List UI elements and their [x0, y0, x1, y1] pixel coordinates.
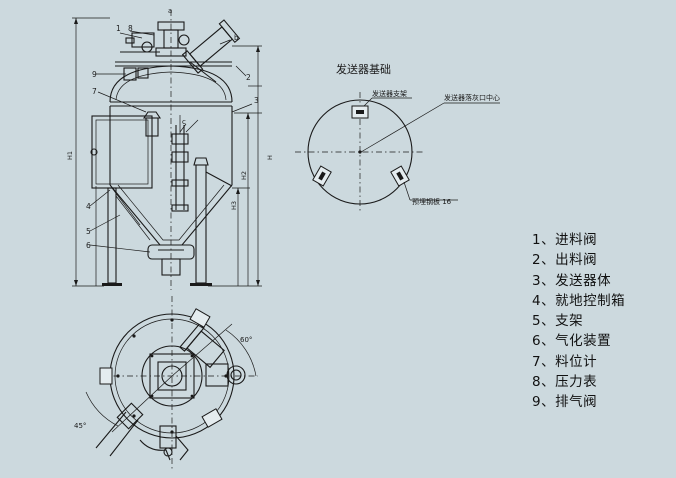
label-4: 4 [86, 202, 91, 211]
front-elevation: 1 8 2 3 9 7 4 5 6 a b c H1 H2 H3 H [66, 7, 274, 290]
legend-item: 7、料位计 [532, 353, 598, 370]
angle-60: 60° [240, 336, 252, 344]
legend-item: 1、进料阀 [532, 232, 598, 248]
support-label: 发送器支架 [372, 89, 407, 98]
dim-h: H [266, 155, 274, 160]
dim-h2: H2 [240, 171, 248, 180]
plate-label: 预埋钢板 16 [412, 197, 452, 206]
foundation-title: 发送器基础 [336, 62, 391, 76]
foundation-plan: 发送器基础 发送器支架 发送器落灰口中心 预埋钢板 16 [295, 62, 500, 212]
angle-45: 45° [74, 422, 86, 430]
label-8: 8 [128, 24, 133, 33]
label-7: 7 [92, 87, 97, 96]
label-c: c [182, 118, 186, 126]
label-9: 9 [92, 70, 97, 79]
legend-item: 6、气化装置 [532, 333, 612, 350]
label-5: 5 [86, 227, 91, 236]
dim-h1: H1 [66, 151, 74, 160]
legend-item: 2、出料阀 [532, 252, 598, 269]
center-label: 发送器落灰口中心 [444, 93, 500, 102]
label-a: a [168, 7, 172, 15]
label-b: b [234, 34, 239, 42]
label-6: 6 [86, 241, 91, 250]
label-1: 1 [116, 24, 121, 33]
legend-item: 4、就地控制箱 [532, 292, 626, 309]
legend-item: 9、排气阀 [532, 394, 598, 411]
parts-legend: 1、进料阀 2、出料阀 3、发送器体 4、就地控制箱 5、支架 6、气化装置 7… [532, 230, 625, 413]
legend-item: 5、支架 [532, 313, 584, 330]
legend-item: 8、压力表 [532, 374, 598, 391]
legend-item: 3、发送器体 [532, 272, 612, 289]
dim-h3: H3 [230, 201, 238, 210]
label-3: 3 [254, 96, 259, 105]
top-plan-view: 60° 45° [74, 296, 258, 470]
label-2: 2 [246, 73, 251, 82]
